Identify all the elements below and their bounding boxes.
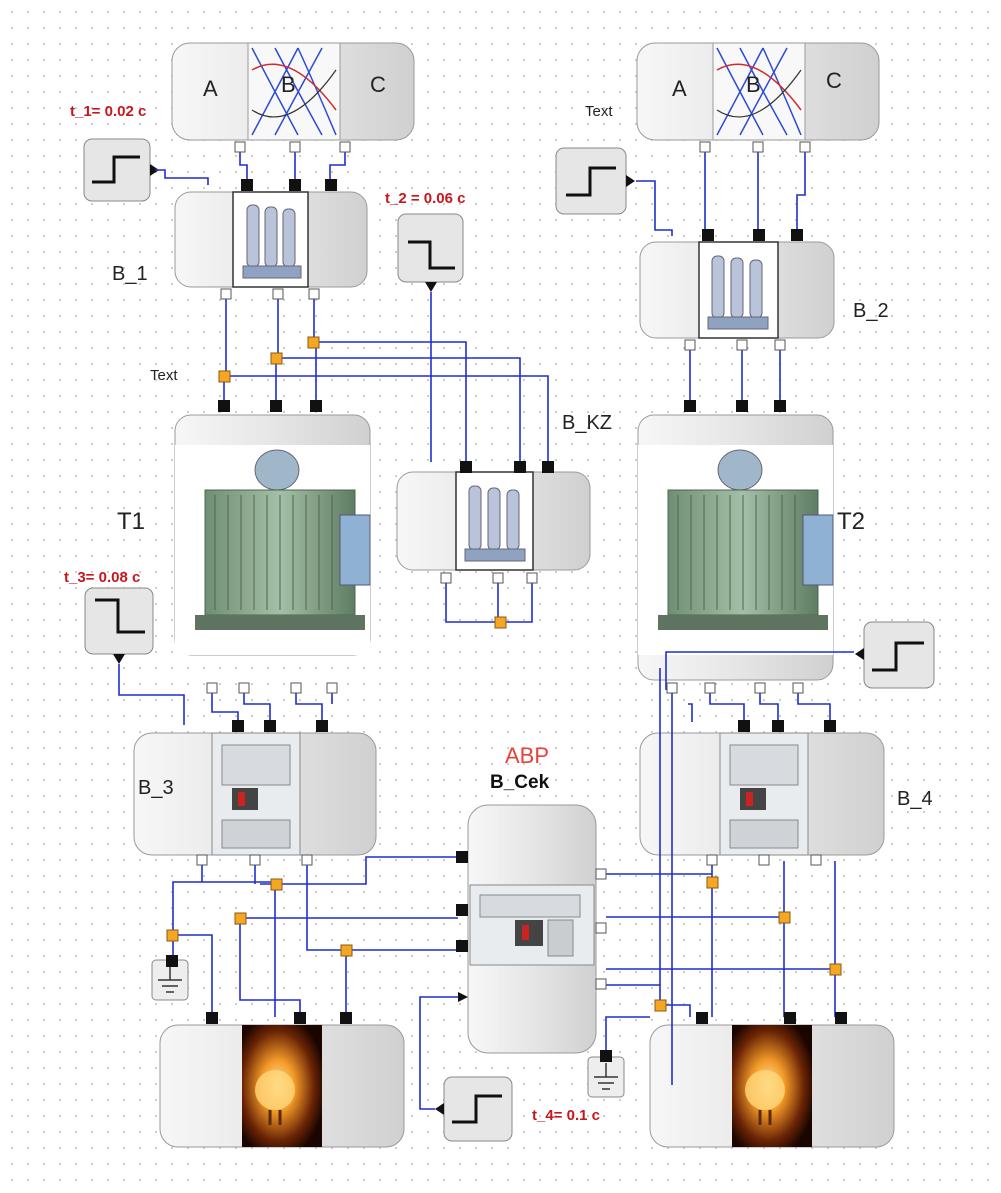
source2-phase-c: C	[826, 68, 842, 93]
label-b1: B_1	[112, 263, 148, 285]
source-1[interactable]	[171, 42, 415, 141]
source1-phase-b: B	[281, 72, 296, 97]
label-b4: B_4	[897, 788, 933, 810]
ats-name: B_Cek	[490, 772, 550, 793]
ports	[196, 141, 822, 990]
ats-arrow	[458, 992, 468, 1002]
text-label-2[interactable]: Text	[585, 103, 613, 120]
step-block-source2[interactable]	[555, 147, 635, 215]
param-t1: t_1= 0.02 c	[70, 103, 147, 120]
step-block-t2[interactable]	[397, 213, 464, 292]
text-label-1[interactable]: Text	[150, 367, 178, 384]
ats-title: ABP	[505, 743, 550, 768]
source2-phase-b: B	[746, 72, 761, 97]
breaker-b2[interactable]	[639, 241, 835, 339]
transformer-t2[interactable]	[637, 414, 834, 681]
breaker-b4[interactable]	[639, 732, 885, 856]
step-block-ats[interactable]	[435, 1076, 513, 1142]
param-t3: t_3= 0.08 c	[64, 569, 141, 586]
transformer-t1[interactable]	[174, 414, 371, 656]
param-t2: t_2 = 0.06 c	[385, 190, 466, 207]
label-bkz: B_KZ	[562, 412, 613, 434]
ground-2[interactable]	[587, 1056, 625, 1098]
junctions	[166, 336, 842, 1012]
breaker-b1[interactable]	[174, 191, 368, 288]
source1-phase-a: A	[203, 76, 218, 101]
label-t2: T2	[837, 508, 866, 535]
source2-phase-a: A	[672, 76, 687, 101]
label-b2: B_2	[853, 300, 889, 322]
lamp-2[interactable]	[649, 1024, 895, 1148]
connectors	[166, 179, 847, 1062]
breaker-bkz[interactable]	[396, 471, 591, 571]
label-b3: B_3	[138, 777, 174, 799]
step-block-t4[interactable]	[855, 621, 935, 689]
param-t4: t_4= 0.1 c	[532, 1107, 600, 1124]
lamp-1[interactable]	[159, 1024, 405, 1148]
ats-block[interactable]	[467, 804, 597, 1054]
step-block-t1[interactable]	[83, 138, 159, 202]
step-block-t3[interactable]	[84, 587, 154, 664]
label-t1: T1	[117, 508, 146, 535]
source-2[interactable]	[636, 42, 880, 141]
breaker-b3[interactable]	[133, 732, 377, 856]
source1-phase-c: C	[370, 72, 386, 97]
